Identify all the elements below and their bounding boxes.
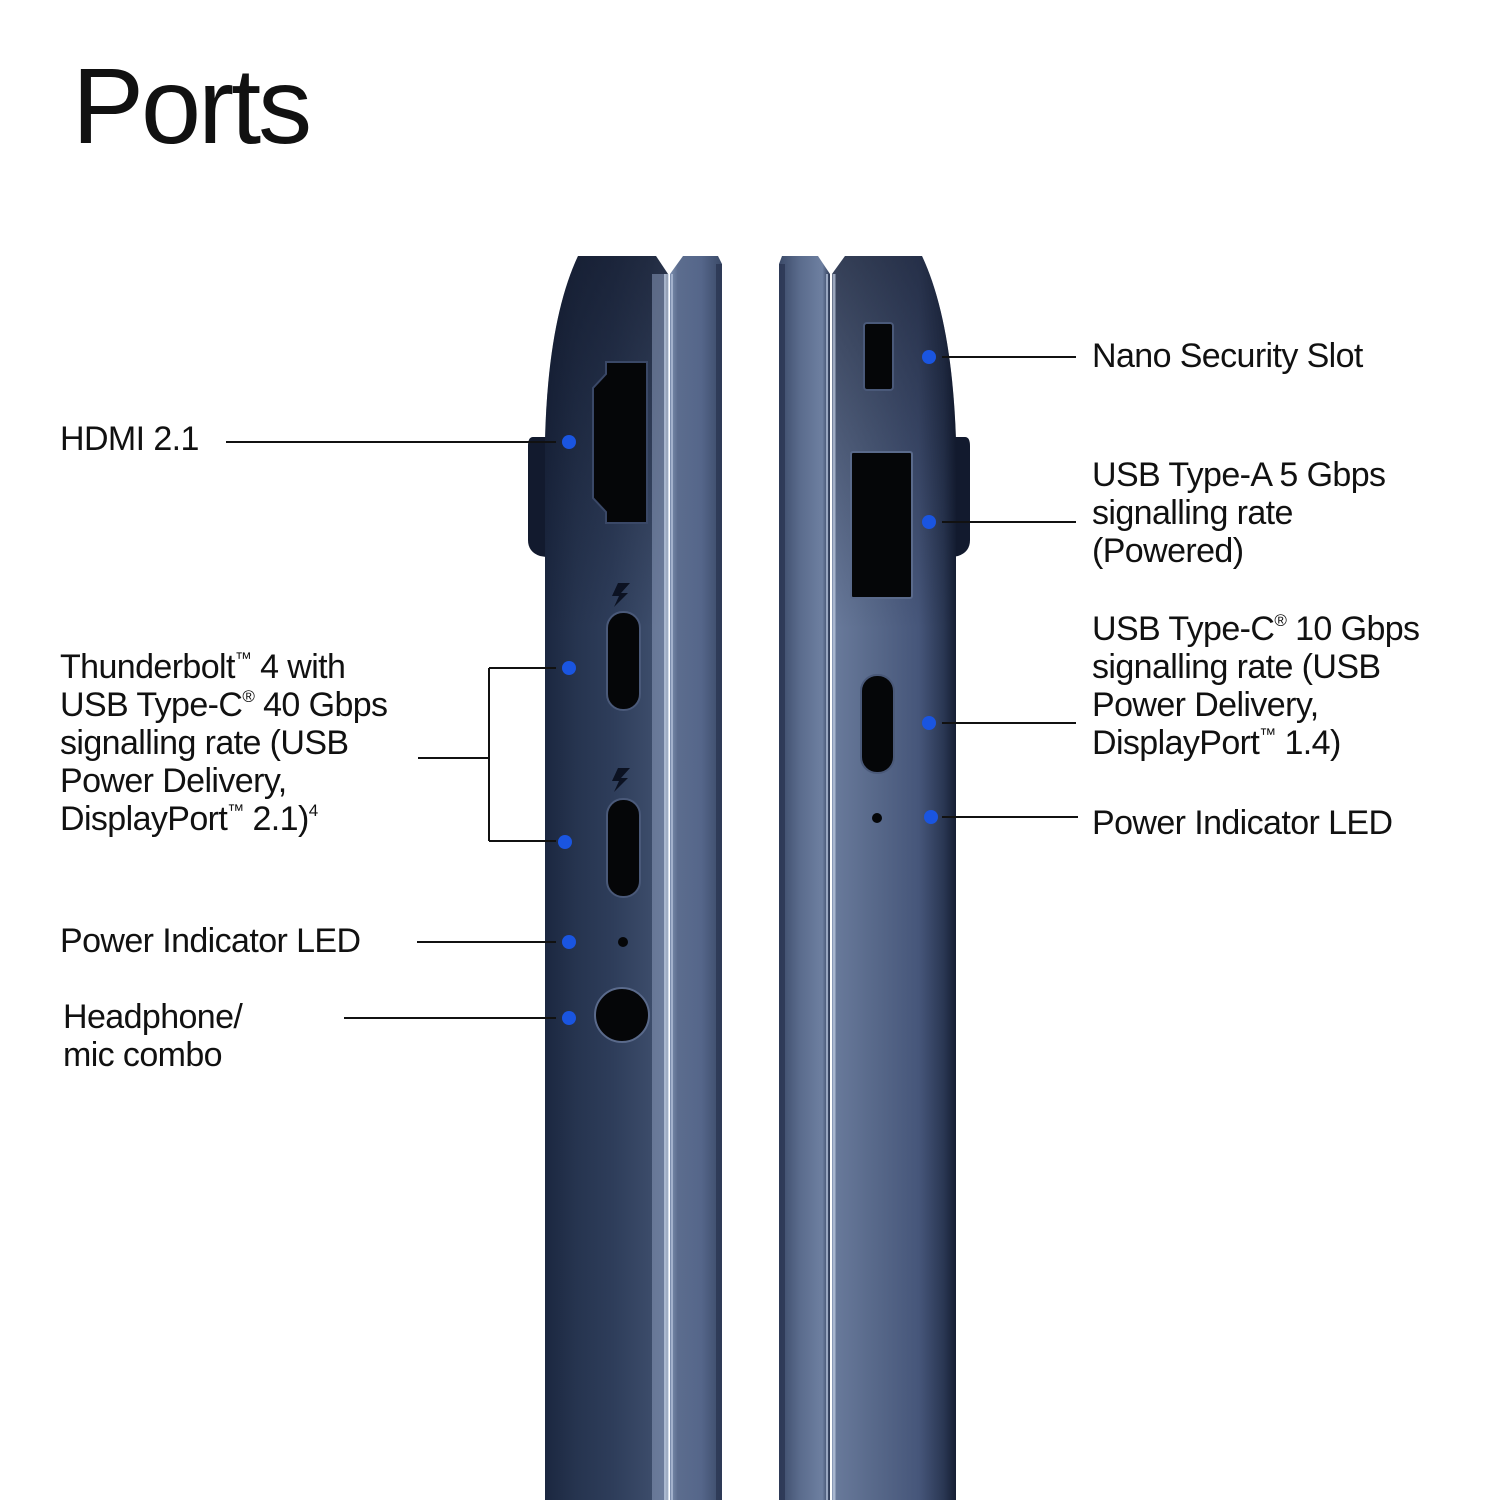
hdmi-port-shape — [592, 361, 648, 524]
blue-dot-marker — [562, 1011, 576, 1025]
label-hdmi-text: HDMI 2.1 — [60, 420, 199, 458]
leader-lines — [226, 356, 1078, 1019]
blue-dot-marker — [922, 716, 936, 730]
label-thunderbolt-line4: Power Delivery, — [60, 762, 287, 800]
label-power-led-right: Power Indicator LED — [1092, 804, 1393, 842]
label-nano-security: Nano Security Slot — [1092, 337, 1363, 375]
nano-security-slot-shape — [863, 322, 894, 391]
thunderbolt-icon — [612, 768, 630, 792]
headphone-jack-shape — [594, 987, 650, 1043]
label-power-led-left: Power Indicator LED — [60, 922, 361, 960]
thunderbolt-port-1-shape — [606, 611, 641, 711]
label-usb-c: USB Type-C® 10 Gbps signalling rate (USB… — [1092, 610, 1420, 762]
label-headphone: Headphone/ mic combo — [63, 998, 243, 1074]
page-title: Ports — [72, 45, 312, 166]
thunderbolt-icon — [612, 583, 630, 607]
left-lid — [670, 256, 722, 1500]
right-lid — [779, 256, 830, 1500]
usb-a-port-shape — [850, 451, 913, 599]
label-thunderbolt-line3: signalling rate (USB — [60, 724, 349, 762]
label-usb-a: USB Type-A 5 Gbps signalling rate (Power… — [1092, 456, 1386, 570]
usb-c-port-shape — [860, 674, 895, 774]
markers — [558, 350, 938, 1025]
left-led-shape — [618, 937, 628, 947]
label-thunderbolt: Thunderbolt™ 4 with USB Type-C® 40 Gbps … — [60, 648, 388, 838]
label-thunderbolt-line2: USB Type-C® 40 Gbps — [60, 686, 388, 724]
right-led-shape — [872, 813, 882, 823]
blue-dot-marker — [922, 350, 936, 364]
blue-dot-marker — [562, 935, 576, 949]
blue-dot-marker — [562, 435, 576, 449]
blue-dot-marker — [562, 661, 576, 675]
label-usb-c-line1: USB Type-C® 10 Gbps — [1092, 610, 1420, 648]
blue-dot-marker — [558, 835, 572, 849]
blue-dot-marker — [924, 810, 938, 824]
label-thunderbolt-line5: DisplayPort™ 2.1)4 — [60, 800, 318, 838]
label-usb-c-line4: DisplayPort™ 1.4) — [1092, 724, 1341, 762]
blue-dot-marker — [922, 515, 936, 529]
left-side-view — [528, 256, 722, 1500]
right-side-view — [779, 256, 970, 1500]
label-thunderbolt-line1: Thunderbolt™ 4 with — [60, 648, 346, 686]
thunderbolt-port-2-shape — [606, 798, 641, 898]
label-hdmi: HDMI 2.1 — [60, 420, 199, 458]
